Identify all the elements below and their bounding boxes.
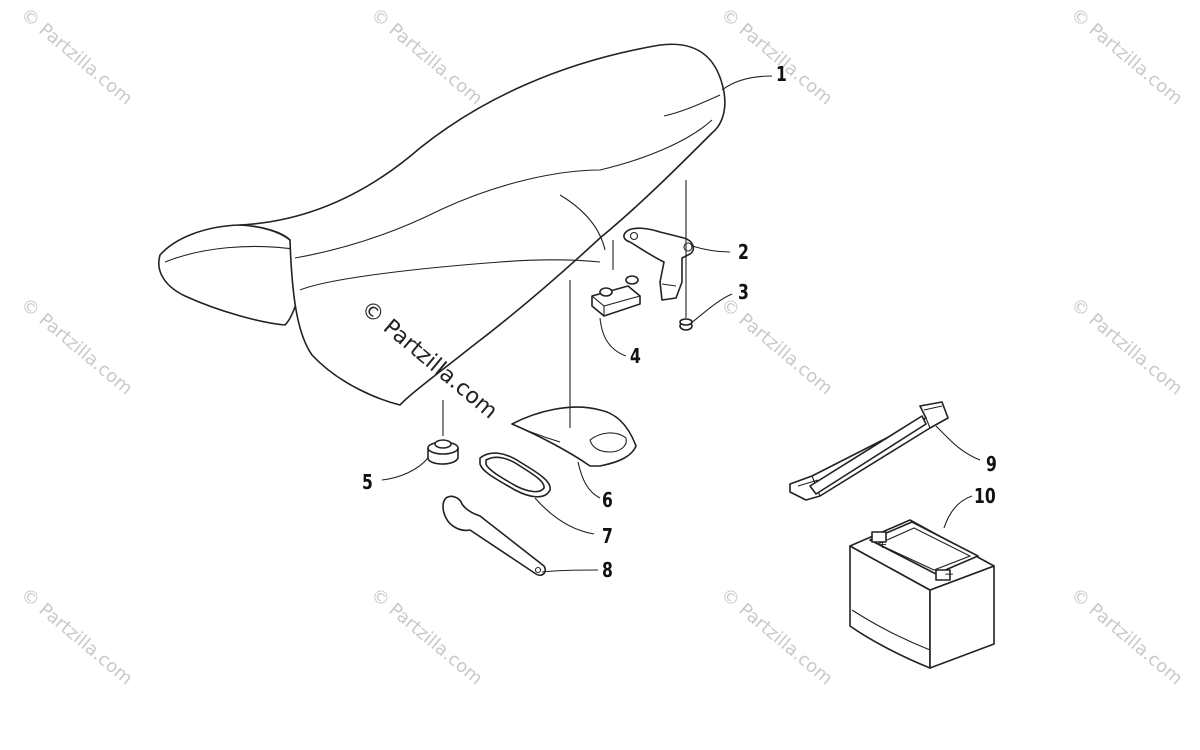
bracket-part [591,275,641,317]
rubber-band-part [479,452,551,498]
callout-5: 5 [362,470,373,494]
leader-lines [381,75,981,573]
negative-terminal-label: − [944,567,954,581]
callout-1: 1 [776,62,787,86]
callout-4: 4 [630,344,641,368]
callout-7: 7 [602,524,613,548]
seat-latch-part [623,227,695,301]
callout-2: 2 [738,240,749,264]
callout-8: 8 [602,558,613,582]
battery-strap-part [789,401,949,501]
callout-6: 6 [602,488,613,512]
callout-3: 3 [738,280,749,304]
tool-pouch-part [511,406,637,467]
positive-terminal-label: + [878,538,887,551]
callout-10: 10 [974,484,996,508]
battery-part: + − [849,519,995,669]
grommet-part [427,439,459,465]
callout-9: 9 [986,452,997,476]
nut-part [679,318,693,331]
spanner-wrench-part [442,495,547,577]
seat-part [158,43,726,406]
